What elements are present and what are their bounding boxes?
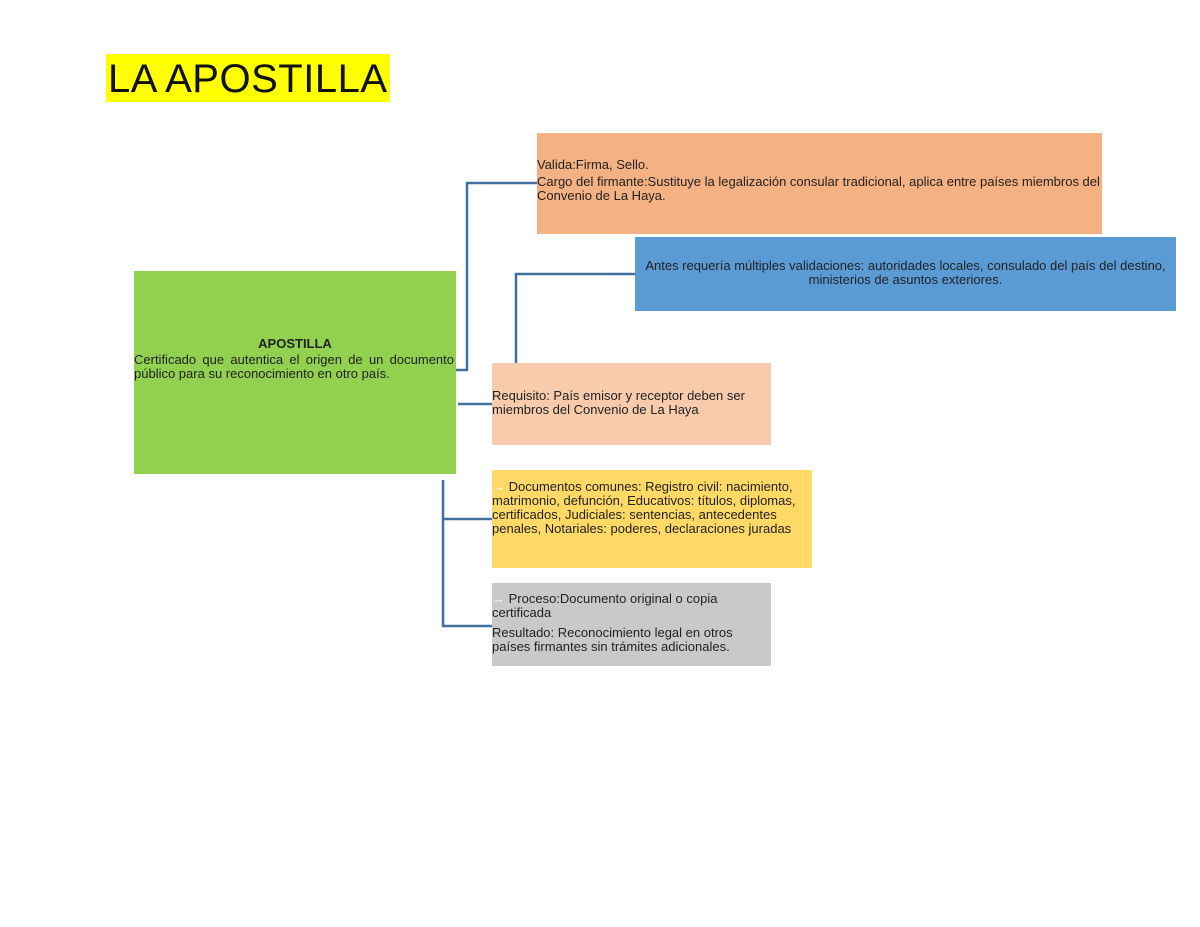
documents-paragraph: → Documentos comunes: Registro civil: na… (492, 480, 810, 536)
connector-main-to-validity (455, 181, 537, 372)
connector-requirement-to-history (514, 272, 635, 363)
history-box: Antes requería múltiples validaciones: a… (635, 237, 1176, 311)
history-text: Antes requería múltiples validaciones: a… (645, 258, 1166, 287)
validity-line-2: Cargo del firmante:Sustituye la legaliza… (537, 174, 1100, 203)
main-concept-heading: APOSTILLA (258, 336, 332, 351)
process-text: Proceso:Documento original o copia certi… (492, 591, 718, 620)
right-arrow-icon: → (492, 591, 505, 606)
documents-box: → Documentos comunes: Registro civil: na… (492, 470, 812, 568)
documents-text: Documentos comunes: Registro civil: naci… (492, 479, 796, 536)
main-concept-description: Certificado que autentica el origen de u… (134, 352, 454, 381)
page-title: LA APOSTILLA (106, 54, 390, 102)
connector-main-to-lower (441, 480, 492, 628)
requirement-text: Requisito: País emisor y receptor deben … (492, 388, 745, 417)
validity-line-1: Valida:Firma, Sello. (537, 157, 649, 172)
validity-box: Valida:Firma, Sello. Cargo del firmante:… (537, 133, 1102, 234)
main-concept-box: APOSTILLA Certificado que autentica el o… (134, 271, 456, 474)
result-text: Resultado: Reconocimiento legal en otros… (492, 625, 733, 654)
process-box: → Proceso:Documento original o copia cer… (492, 583, 771, 666)
process-paragraph: → Proceso:Documento original o copia cer… (492, 592, 769, 620)
right-arrow-icon: → (492, 479, 505, 494)
requirement-box: Requisito: País emisor y receptor deben … (492, 363, 771, 445)
